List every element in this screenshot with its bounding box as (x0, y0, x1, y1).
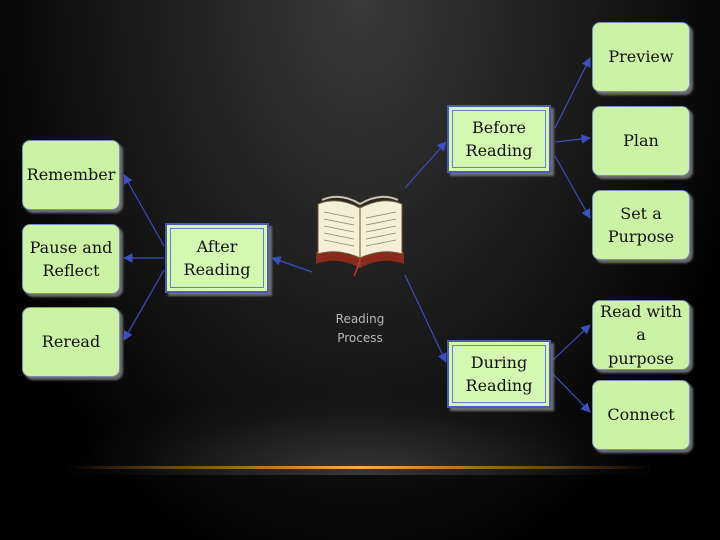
arrow-to-set-a-purpose (554, 155, 591, 219)
after-reading-box: After Reading (165, 223, 269, 293)
step-reread-label: Reread (41, 332, 101, 352)
step-remember: Remember (22, 140, 120, 210)
arrow-to-during-reading (404, 274, 447, 363)
arrow-to-plan (554, 134, 591, 144)
background-glow (70, 395, 650, 475)
step-plan: Plan (592, 106, 690, 176)
after-reading-label: After Reading (183, 236, 251, 279)
step-connect: Connect (592, 380, 690, 450)
center-label-line-1: Reading (335, 312, 385, 326)
reading-process-label: Reading Process (320, 310, 400, 347)
arrow-to-reread (123, 269, 165, 341)
step-reread: Reread (22, 307, 120, 377)
step-set-a-purpose: Set a Purpose (592, 190, 690, 260)
step-pause-and-reflect: Pause and Reflect (22, 224, 120, 294)
step-read-with-a-purpose-label: Read with a purpose (600, 302, 682, 368)
arrow-to-remember (123, 174, 165, 247)
step-read-with-a-purpose: Read with a purpose (592, 300, 690, 370)
step-plan-label: Plan (623, 131, 659, 151)
center-label-line-2: Process (337, 330, 383, 345)
during-reading-box: During Reading (447, 340, 551, 408)
arrow-to-preview (554, 57, 591, 129)
before-reading-label: Before Reading (465, 117, 533, 160)
during-reading-label: During Reading (465, 352, 533, 395)
arrow-to-before-reading (404, 141, 447, 189)
arrow-to-after-reading (271, 256, 313, 273)
step-set-a-purpose-label: Set a Purpose (607, 203, 675, 246)
accent-line (70, 466, 650, 469)
open-book-icon (316, 195, 404, 277)
step-connect-label: Connect (607, 405, 675, 425)
step-pause-and-reflect-label: Pause and Reflect (29, 237, 113, 280)
step-preview-label: Preview (608, 47, 674, 67)
step-remember-label: Remember (26, 165, 116, 185)
arrow-to-connect (552, 373, 591, 413)
step-preview: Preview (592, 22, 690, 92)
arrow-to-read-with-purpose (552, 324, 591, 361)
before-reading-box: Before Reading (447, 105, 551, 173)
